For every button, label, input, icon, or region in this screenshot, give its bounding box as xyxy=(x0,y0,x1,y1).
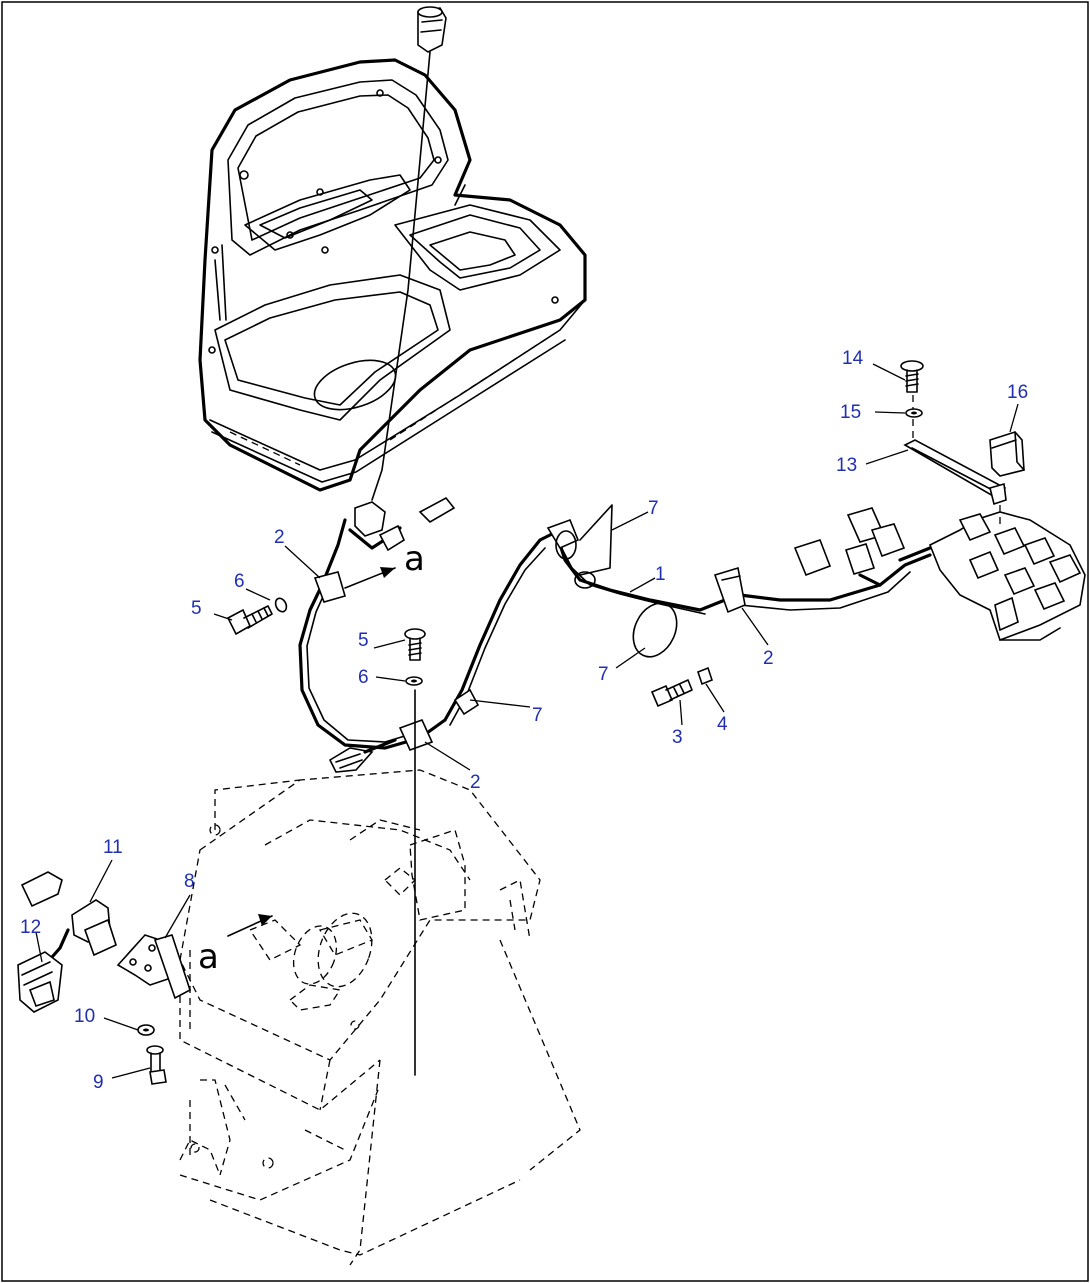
washer-15 xyxy=(905,408,923,418)
floor-frame xyxy=(179,769,581,1266)
plug-left xyxy=(20,871,63,908)
mounting-bracket xyxy=(903,395,1007,525)
callout-7-middle: 7 xyxy=(532,705,543,726)
callout-3: 3 xyxy=(672,727,683,748)
callout-2-upper: 2 xyxy=(274,527,285,548)
reference-letter-upper: a xyxy=(404,539,425,579)
callout-2-right: 2 xyxy=(763,648,774,669)
callout-5-middle: 5 xyxy=(358,630,369,651)
callout-11: 11 xyxy=(103,837,123,858)
bolt-5-middle xyxy=(404,628,426,661)
leader-lines xyxy=(35,363,1019,1079)
callout-7-upper: 7 xyxy=(648,498,659,519)
bracket-8 xyxy=(116,934,191,1000)
reference-arrow-upper xyxy=(344,567,396,589)
callout-15: 15 xyxy=(840,402,861,423)
callout-4: 4 xyxy=(717,714,728,735)
callout-6-middle: 6 xyxy=(358,667,369,688)
callout-14: 14 xyxy=(842,348,864,369)
reference-arrow-lower xyxy=(227,914,273,937)
callout-5-left: 5 xyxy=(191,598,202,619)
washer-6-left xyxy=(274,597,288,613)
relay-16 xyxy=(989,431,1025,477)
callout-13: 13 xyxy=(836,455,857,476)
key-cylinder xyxy=(371,6,447,501)
washer-10 xyxy=(137,1024,155,1036)
reference-letter-lower: a xyxy=(198,937,219,977)
washer-6-middle xyxy=(405,676,423,686)
bolt-3 xyxy=(650,679,693,708)
callout-6-left: 6 xyxy=(234,571,245,592)
bolt-14 xyxy=(900,360,924,393)
switch-12 xyxy=(17,951,63,1013)
callout-7-lower: 7 xyxy=(598,664,609,685)
relay-block xyxy=(793,507,1086,642)
bolt-5-left xyxy=(226,605,273,636)
console-cover xyxy=(198,58,587,492)
callout-16: 16 xyxy=(1007,382,1028,403)
bolt-9 xyxy=(146,1045,167,1085)
wiring-harness xyxy=(298,496,932,773)
callout-9: 9 xyxy=(93,1072,104,1093)
nut-4 xyxy=(697,666,713,686)
connector-11 xyxy=(43,899,117,967)
callout-12: 12 xyxy=(20,917,41,938)
callout-8: 8 xyxy=(184,871,195,892)
callout-10: 10 xyxy=(74,1006,95,1027)
callout-2-lower: 2 xyxy=(470,772,481,793)
callout-1: 1 xyxy=(655,564,666,585)
callout-labels: 14 15 16 13 7 1 2 6 5 5 6 7 2 7 3 4 2 11… xyxy=(20,348,1028,1093)
